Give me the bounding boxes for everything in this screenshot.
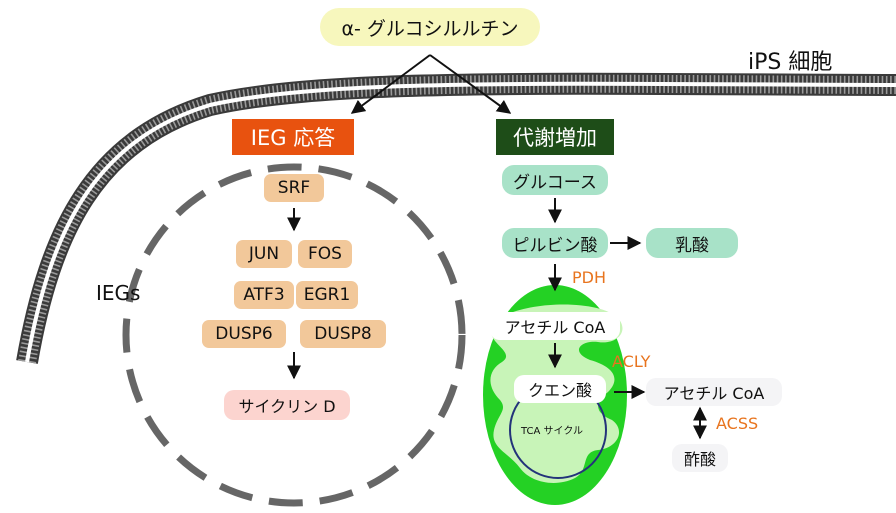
- gene-atf3: ATF3: [234, 281, 294, 309]
- metabolism-title: 代謝増加: [496, 119, 614, 155]
- gene-egr1: EGR1: [296, 281, 358, 309]
- tca-cycle-label: TCA サイクル: [521, 426, 584, 437]
- cell-membrane: [16, 72, 896, 364]
- gene-srf: SRF: [264, 174, 324, 202]
- gene-cyclin-d: サイクリン D: [224, 390, 350, 420]
- metabolite-citrate: クエン酸: [514, 375, 606, 403]
- metabolite-lactate: 乳酸: [646, 228, 738, 258]
- metabolite-pyruvate: ピルビン酸: [502, 228, 608, 258]
- cell-label: iPS 細胞: [748, 50, 833, 75]
- gene-dusp6: DUSP6: [202, 320, 286, 348]
- enzyme-pdh: PDH: [572, 268, 606, 287]
- enzyme-acly: ACLY: [612, 352, 651, 371]
- gene-jun: JUN: [236, 240, 292, 268]
- metabolite-glucose: グルコース: [502, 165, 608, 195]
- iegs-ring-label: IEGs: [96, 281, 141, 305]
- ieg-nucleus-ring: [122, 163, 466, 507]
- gene-fos: FOS: [298, 240, 352, 268]
- metabolite-acetyl-coa-cyto: アセチル CoA: [646, 378, 782, 406]
- arrow-to-ieg: [350, 54, 431, 114]
- enzyme-acss: ACSS: [716, 414, 759, 433]
- arrow-to-metabolism: [429, 54, 512, 114]
- compound-label: α- グルコシルルチン: [320, 8, 540, 46]
- ieg-response-title: IEG 応答: [232, 119, 354, 155]
- metabolite-acetyl-coa-mito: アセチル CoA: [490, 312, 620, 340]
- metabolite-acetate: 酢酸: [672, 444, 728, 472]
- gene-dusp8: DUSP8: [300, 320, 386, 348]
